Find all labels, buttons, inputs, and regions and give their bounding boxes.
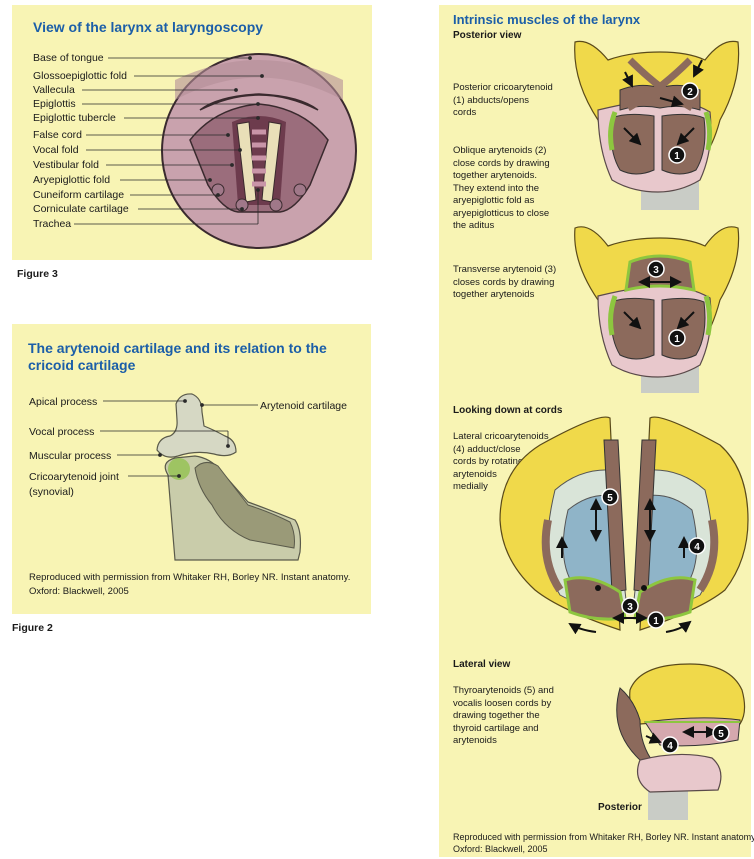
label-aryepiglottic-fold: Aryepiglottic fold bbox=[33, 174, 111, 186]
label-synovial: (synovial) bbox=[29, 486, 74, 498]
marker-1-text: 1 bbox=[653, 616, 659, 627]
label-epiglottic-tubercle: Epiglottic tubercle bbox=[33, 112, 116, 124]
desc5-line: vocalis loosen cords by bbox=[453, 697, 552, 709]
marker-3-pv2: 3 bbox=[647, 260, 665, 278]
desc2-line: aryepiglotticus to close bbox=[453, 207, 550, 219]
desc4-line: cords by rotating bbox=[453, 456, 524, 467]
figure2-caption: Figure 2 bbox=[12, 622, 53, 634]
desc2-line: aryepiglottic fold as bbox=[453, 195, 535, 206]
posterior-view-diagram-1 bbox=[574, 40, 740, 210]
marker-4-down: 4 bbox=[688, 537, 706, 555]
label-base-of-tongue: Base of tongue bbox=[33, 52, 104, 64]
arytenoid-credit-line2: Oxford: Blackwell, 2005 bbox=[29, 586, 129, 597]
desc5-line: thyroid cartilage and bbox=[453, 722, 539, 734]
desc-lateral-cricoarytenoids: Lateral cricoarytenoids (4) adduct/close… bbox=[453, 431, 549, 494]
muscles-credit-line1: Reproduced with permission from Whitaker… bbox=[453, 832, 754, 842]
arytenoid-illustration bbox=[100, 393, 302, 561]
desc-transverse-arytenoid: Transverse arytenoid (3) closes cords by… bbox=[453, 264, 556, 302]
lateral-view-diagram bbox=[616, 663, 746, 820]
desc5-line: arytenoids bbox=[453, 735, 497, 746]
desc4-line: (4) adduct/close bbox=[453, 443, 521, 455]
marker-1-pv1: 1 bbox=[668, 146, 686, 164]
label-cuneiform-cartilage: Cuneiform cartilage bbox=[33, 189, 125, 201]
arytenoid-title-line1: The arytenoid cartilage and its relation… bbox=[28, 340, 327, 356]
marker-5-down: 5 bbox=[601, 488, 619, 506]
marker-1-down: 1 bbox=[647, 611, 665, 629]
desc4-line: arytenoids bbox=[453, 468, 497, 480]
desc3-line: closes cords by drawing bbox=[453, 276, 555, 288]
figure3-caption: Figure 3 bbox=[17, 268, 58, 280]
label-false-cord: False cord bbox=[33, 129, 83, 141]
arytenoid-title-line2: cricoid cartilage bbox=[28, 357, 136, 373]
desc3-line: together arytenoids bbox=[453, 289, 535, 300]
looking-down-diagram bbox=[499, 416, 749, 635]
desc2-line: together arytenoids. bbox=[453, 170, 537, 181]
desc5-line: drawing together the bbox=[453, 710, 540, 721]
label-corniculate-cartilage: Corniculate cartilage bbox=[33, 203, 129, 215]
marker-3-down: 3 bbox=[621, 597, 639, 615]
desc3-line: Transverse arytenoid (3) bbox=[453, 264, 557, 275]
larynx-illustration bbox=[74, 53, 357, 249]
label-trachea: Trachea bbox=[33, 218, 72, 230]
label-apical-process: Apical process bbox=[29, 396, 98, 408]
label-epiglottis: Epiglottis bbox=[33, 98, 76, 110]
marker-4-text: 4 bbox=[667, 741, 673, 752]
desc-posterior-cricoarytenoid: Posterior cricoarytenoid (1) abducts/ope… bbox=[453, 82, 553, 120]
marker-2-text: 2 bbox=[687, 87, 693, 98]
marker-5-lat: 5 bbox=[712, 724, 730, 742]
desc2-line: close cords by drawing bbox=[453, 157, 550, 169]
posterior-view-heading: Posterior view bbox=[453, 30, 522, 41]
marker-3-text: 3 bbox=[627, 602, 633, 613]
desc-oblique-arytenoids: Oblique arytenoids (2) close cords by dr… bbox=[453, 145, 550, 233]
label-vallecula: Vallecula bbox=[33, 84, 75, 96]
desc1-line: cords bbox=[453, 107, 477, 118]
desc4-line: medially bbox=[453, 481, 488, 492]
label-vocal-process: Vocal process bbox=[29, 426, 95, 438]
looking-down-heading: Looking down at cords bbox=[453, 405, 563, 416]
desc4-line: Lateral cricoarytenoids bbox=[453, 431, 549, 442]
desc2-line: Oblique arytenoids (2) bbox=[453, 145, 547, 156]
marker-3-text: 3 bbox=[653, 265, 659, 276]
posterior-label: Posterior bbox=[598, 802, 642, 813]
marker-5-text: 5 bbox=[718, 729, 724, 740]
posterior-view-diagram-2 bbox=[574, 226, 740, 393]
desc1-line: Posterior cricoarytenoid bbox=[453, 82, 553, 93]
label-cricoarytenoid-joint: Cricoarytenoid joint bbox=[29, 471, 119, 483]
marker-5-text: 5 bbox=[607, 493, 613, 504]
arytenoid-credit-line1: Reproduced with permission from Whitaker… bbox=[29, 572, 351, 583]
desc1-line: (1) abducts/opens bbox=[453, 94, 530, 106]
muscles-title: Intrinsic muscles of the larynx bbox=[453, 12, 641, 27]
muscles-credit-line2: Oxford: Blackwell, 2005 bbox=[453, 844, 548, 854]
marker-4-text: 4 bbox=[694, 542, 700, 553]
label-arytenoid-cartilage: Arytenoid cartilage bbox=[260, 400, 347, 412]
desc5-line: Thyroarytenoids (5) and bbox=[453, 685, 554, 696]
desc2-line: the aditus bbox=[453, 220, 495, 231]
marker-1-text: 1 bbox=[674, 151, 680, 162]
lateral-view-heading: Lateral view bbox=[453, 659, 511, 670]
label-glossoepiglottic-fold: Glossoepiglottic fold bbox=[33, 70, 127, 82]
label-muscular-process: Muscular process bbox=[29, 450, 112, 462]
desc2-line: They extend into the bbox=[453, 182, 540, 194]
label-vocal-fold: Vocal fold bbox=[33, 144, 79, 156]
larynx-title: View of the larynx at laryngoscopy bbox=[33, 19, 264, 35]
marker-2-pv1: 2 bbox=[681, 82, 699, 100]
desc-thyroarytenoids: Thyroarytenoids (5) and vocalis loosen c… bbox=[453, 685, 554, 748]
label-vestibular-fold: Vestibular fold bbox=[33, 159, 99, 171]
marker-4-lat: 4 bbox=[661, 736, 679, 754]
marker-1-text: 1 bbox=[674, 334, 680, 345]
marker-1-pv2: 1 bbox=[668, 329, 686, 347]
